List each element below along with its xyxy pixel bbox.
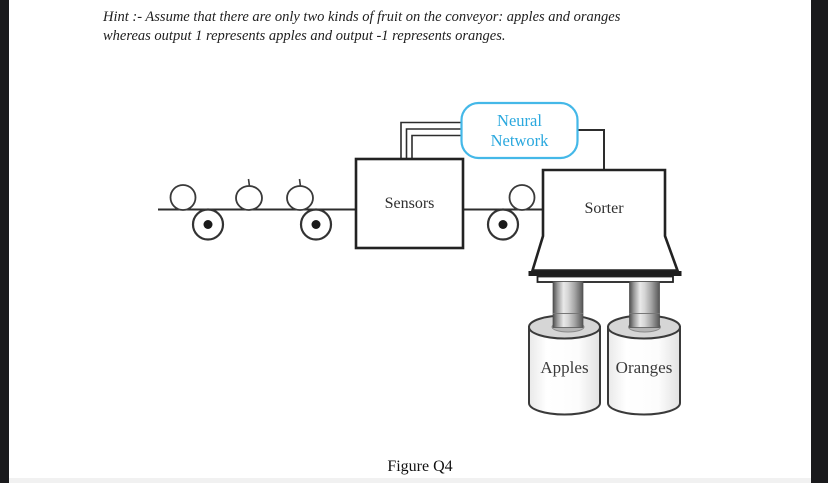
- sensors-box: [354, 157, 465, 250]
- hint-text: Hint :- Assume that there are only two k…: [103, 8, 743, 45]
- apple-icon: [286, 178, 314, 211]
- hint-line-2: whereas output 1 represents apples and o…: [103, 27, 506, 44]
- apples-chute-pipe: [552, 281, 584, 328]
- sensor-signal-wires: [400, 121, 462, 162]
- hint-line-1: Hint :- Assume that there are only two k…: [103, 9, 621, 25]
- neural-network-box: [460, 101, 579, 160]
- orange-icon: [508, 184, 536, 211]
- oranges-chute-pipe: [629, 281, 660, 328]
- sorter-box: [528, 168, 682, 283]
- apple-icon: [235, 178, 263, 211]
- page-bottom-edge: [9, 478, 811, 483]
- oranges-bin: [607, 314, 681, 416]
- sorter-control-wire: [577, 129, 605, 171]
- roller-icon: [486, 208, 520, 241]
- roller-icon: [191, 208, 225, 241]
- apples-bin: [528, 314, 601, 416]
- orange-icon: [169, 184, 197, 211]
- right-frame-bar: [811, 0, 828, 483]
- roller-icon: [299, 208, 333, 241]
- left-frame-bar: [0, 0, 9, 483]
